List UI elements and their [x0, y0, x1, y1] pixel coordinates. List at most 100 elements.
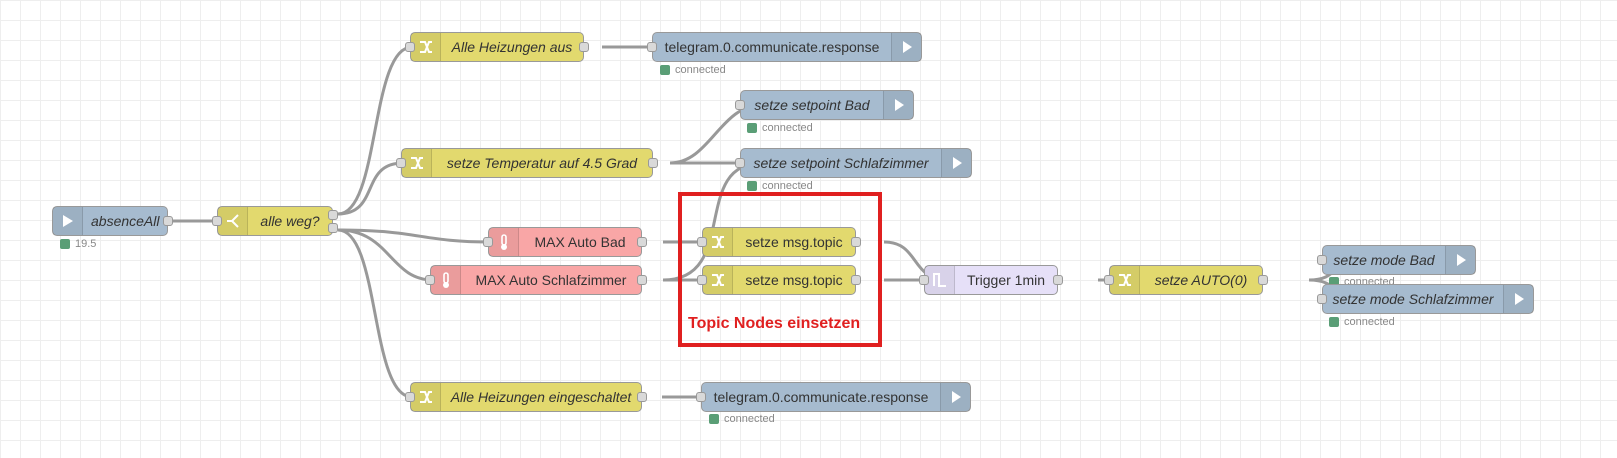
node-label: telegram.0.communicate.response [664, 39, 880, 55]
output-port[interactable] [851, 237, 861, 247]
node-label: Alle Heizungen aus [451, 39, 573, 55]
node-setpoint-bad[interactable]: setze setpoint Bad [735, 90, 914, 120]
node-label: setze msg.topic [745, 272, 843, 288]
arrow-right-icon [1503, 285, 1533, 313]
arrow-right-icon [883, 91, 913, 119]
status-dot [660, 65, 670, 75]
status-text: connected [675, 64, 726, 76]
status-dot [747, 181, 757, 191]
change-icon [411, 33, 441, 61]
node-status: connected [709, 413, 775, 425]
node-alle-heizungen-aus[interactable]: Alle Heizungen aus [405, 32, 589, 62]
node-label: setze msg.topic [745, 234, 843, 250]
input-port[interactable] [425, 275, 435, 285]
node-setze-msg-topic-2[interactable]: setze msg.topic [697, 265, 861, 295]
output-port[interactable] [637, 237, 647, 247]
output-port[interactable] [1258, 275, 1268, 285]
output-port[interactable] [637, 392, 647, 402]
thermometer-icon [489, 228, 519, 256]
input-port[interactable] [405, 392, 415, 402]
node-label: absenceAll [91, 213, 160, 229]
change-icon [411, 383, 441, 411]
node-status: 19.5 [60, 238, 96, 250]
node-mode-schlafzimmer[interactable]: setze mode Schlafzimmer [1317, 284, 1534, 314]
input-port[interactable] [212, 216, 222, 226]
node-telegram-response-1[interactable]: telegram.0.communicate.response [647, 32, 922, 62]
node-label: MAX Auto Bad [534, 234, 626, 250]
status-dot [709, 414, 719, 424]
node-max-auto-schlafzimmer[interactable]: MAX Auto Schlafzimmer [425, 265, 647, 295]
output-port[interactable] [851, 275, 861, 285]
output-port[interactable] [579, 42, 589, 52]
node-telegram-response-2[interactable]: telegram.0.communicate.response [696, 382, 971, 412]
output-port-2[interactable] [328, 223, 338, 233]
status-text: connected [1344, 316, 1395, 328]
input-port[interactable] [919, 275, 929, 285]
input-port[interactable] [396, 158, 406, 168]
output-port[interactable] [1053, 275, 1063, 285]
status-text: connected [762, 180, 813, 192]
input-port[interactable] [405, 42, 415, 52]
node-absenceall[interactable]: absenceAll [52, 206, 173, 236]
output-port-1[interactable] [328, 210, 338, 220]
node-max-auto-bad[interactable]: MAX Auto Bad [483, 227, 647, 257]
input-port[interactable] [697, 237, 707, 247]
node-label: telegram.0.communicate.response [713, 389, 929, 405]
node-label: setze AUTO(0) [1154, 272, 1248, 288]
status-dot [60, 239, 70, 249]
change-icon [402, 149, 432, 177]
wire-alleweg-heizein[interactable] [337, 228, 413, 399]
status-dot [1329, 277, 1339, 287]
wire-alleweg-maxschlaf[interactable] [337, 228, 434, 282]
node-label: setze mode Bad [1333, 252, 1435, 268]
status-text: connected [762, 122, 813, 134]
status-dot [747, 123, 757, 133]
annotation-text: Topic Nodes einsetzen [688, 315, 861, 332]
output-port[interactable] [637, 275, 647, 285]
input-port[interactable] [1317, 294, 1327, 304]
wire-alleweg-maxbad[interactable] [337, 228, 492, 244]
node-setze-msg-topic-1[interactable]: setze msg.topic [697, 227, 861, 257]
node-setze-auto[interactable]: setze AUTO(0) [1104, 265, 1268, 295]
node-alle-heizungen-eingeschaltet[interactable]: Alle Heizungen eingeschaltet [405, 382, 647, 412]
node-status: connected [747, 122, 813, 134]
switch-icon [218, 207, 248, 235]
thermometer-icon [431, 266, 461, 294]
input-port[interactable] [735, 158, 745, 168]
input-port[interactable] [1317, 255, 1327, 265]
change-icon [703, 228, 733, 256]
input-port[interactable] [647, 42, 657, 52]
arrow-right-icon [891, 33, 921, 61]
input-port[interactable] [697, 275, 707, 285]
arrow-right-icon [1445, 246, 1475, 274]
input-port[interactable] [1104, 275, 1114, 285]
status-text: 19.5 [75, 238, 97, 250]
node-label: Alle Heizungen eingeschaltet [450, 389, 632, 405]
node-label: setze mode Schlafzimmer [1332, 291, 1494, 307]
output-port[interactable] [163, 216, 173, 226]
output-port[interactable] [648, 158, 658, 168]
node-label: setze setpoint Schlafzimmer [753, 155, 929, 171]
change-icon [1110, 266, 1140, 294]
node-alle-weg[interactable]: alle weg? [212, 206, 338, 236]
input-port[interactable] [483, 237, 493, 247]
status-dot [1329, 317, 1339, 327]
arrow-right-icon [53, 207, 83, 235]
trigger-icon [925, 266, 955, 294]
input-port[interactable] [735, 100, 745, 110]
node-label: Trigger 1min [966, 272, 1046, 288]
node-label: setze Temperatur auf 4.5 Grad [446, 155, 638, 171]
change-icon [703, 266, 733, 294]
arrow-right-icon [941, 149, 971, 177]
input-port[interactable] [696, 392, 706, 402]
node-label: setze setpoint Bad [754, 97, 870, 113]
node-trigger-1min[interactable]: Trigger 1min [919, 265, 1063, 295]
arrow-right-icon [940, 383, 970, 411]
node-status: connected [660, 64, 726, 76]
node-setpoint-schlafzimmer[interactable]: setze setpoint Schlafzimmer [735, 148, 972, 178]
node-mode-bad[interactable]: setze mode Bad [1317, 245, 1476, 275]
wire-alleweg-heizaus[interactable] [337, 45, 413, 216]
node-setze-temperatur[interactable]: setze Temperatur auf 4.5 Grad [396, 148, 658, 178]
status-text: connected [724, 413, 775, 425]
wire-alleweg-setzetemp[interactable] [337, 161, 404, 216]
